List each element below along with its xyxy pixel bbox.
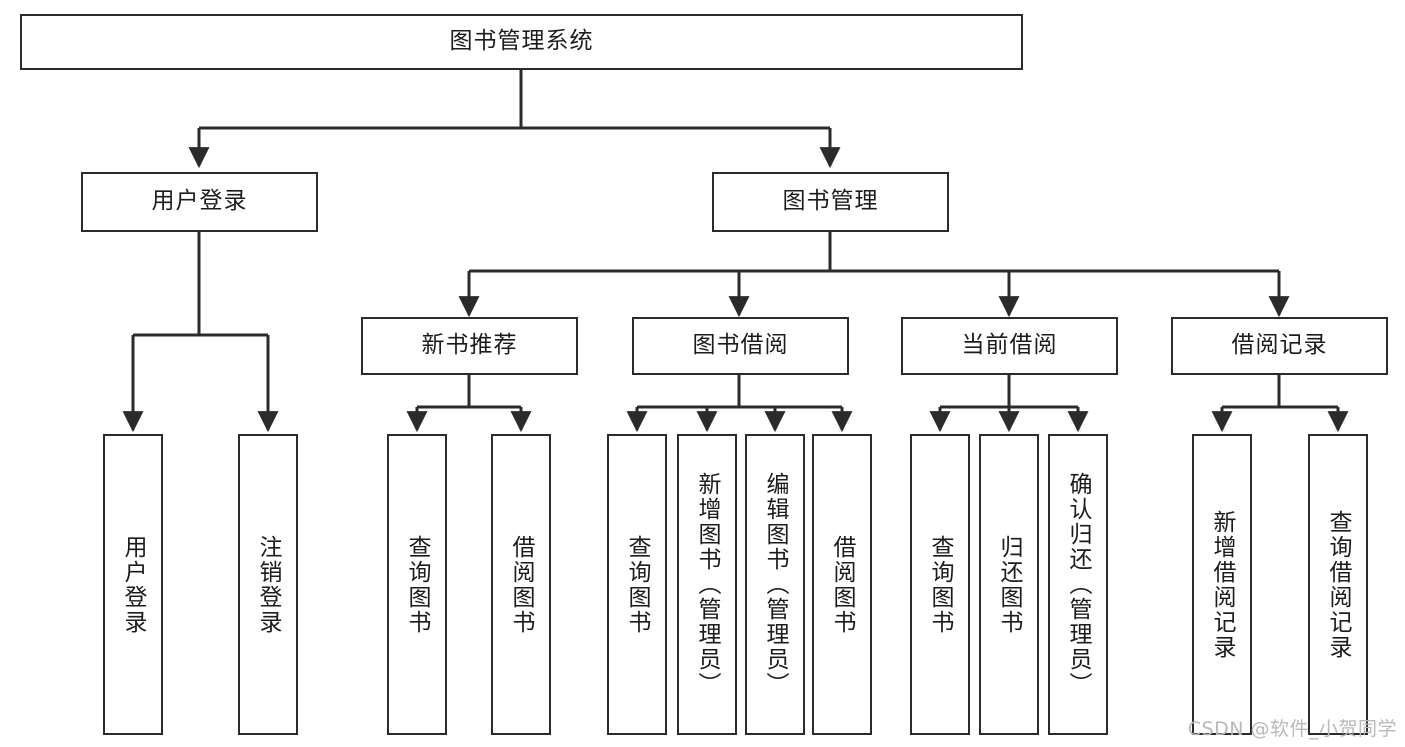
node-root-system-label: 图书管理系统 [449, 28, 594, 55]
node-leaf-user-logout[interactable]: 注销登录 [238, 434, 298, 735]
node-leaf-user-login[interactable]: 用户登录 [103, 434, 163, 735]
node-book-management[interactable]: 图书管理 [712, 172, 949, 232]
node-book-borrow-label: 图书借阅 [692, 332, 789, 359]
node-current-borrow[interactable]: 当前借阅 [901, 317, 1118, 375]
node-leaf-return-book-label: 归还图书 [996, 534, 1023, 635]
node-leaf-borrow-book-2-label: 借阅图书 [829, 534, 856, 635]
node-leaf-query-book-1[interactable]: 查询图书 [387, 434, 447, 735]
csdn-watermark: CSDN @软件_小贺同学 [1187, 718, 1397, 740]
node-leaf-query-record[interactable]: 查询借阅记录 [1308, 434, 1368, 735]
node-leaf-query-book-2[interactable]: 查询图书 [607, 434, 667, 735]
node-leaf-edit-book[interactable]: 编辑图书（管理员） [745, 434, 805, 735]
node-current-borrow-label: 当前借阅 [961, 332, 1058, 359]
node-leaf-confirm-return-label: 确认归还（管理员） [1065, 472, 1092, 697]
node-leaf-edit-book-label: 编辑图书（管理员） [762, 472, 789, 697]
node-user-login[interactable]: 用户登录 [81, 172, 318, 232]
node-leaf-user-logout-label: 注销登录 [255, 534, 282, 635]
node-leaf-confirm-return[interactable]: 确认归还（管理员） [1048, 434, 1108, 735]
node-book-management-label: 图书管理 [782, 188, 879, 215]
node-leaf-user-login-label: 用户登录 [120, 534, 147, 635]
node-leaf-add-book-label: 新增图书（管理员） [694, 472, 721, 697]
node-user-login-label: 用户登录 [151, 188, 248, 215]
node-borrow-record[interactable]: 借阅记录 [1171, 317, 1388, 375]
node-leaf-query-record-label: 查询借阅记录 [1325, 509, 1352, 660]
node-leaf-borrow-book-1[interactable]: 借阅图书 [491, 434, 551, 735]
node-book-borrow[interactable]: 图书借阅 [632, 317, 849, 375]
node-new-book-recommend[interactable]: 新书推荐 [361, 317, 578, 375]
node-leaf-query-book-2-label: 查询图书 [624, 534, 651, 635]
node-borrow-record-label: 借阅记录 [1231, 332, 1328, 359]
node-leaf-query-book-3-label: 查询图书 [927, 534, 954, 635]
node-leaf-borrow-book-1-label: 借阅图书 [508, 534, 535, 635]
node-root-system[interactable]: 图书管理系统 [20, 14, 1023, 70]
node-leaf-add-book[interactable]: 新增图书（管理员） [677, 434, 737, 735]
node-leaf-borrow-book-2[interactable]: 借阅图书 [812, 434, 872, 735]
node-leaf-add-record[interactable]: 新增借阅记录 [1192, 434, 1252, 735]
node-leaf-return-book[interactable]: 归还图书 [979, 434, 1039, 735]
node-leaf-query-book-1-label: 查询图书 [404, 534, 431, 635]
node-leaf-add-record-label: 新增借阅记录 [1209, 509, 1236, 660]
node-new-book-recommend-label: 新书推荐 [421, 332, 518, 359]
node-leaf-query-book-3[interactable]: 查询图书 [910, 434, 970, 735]
